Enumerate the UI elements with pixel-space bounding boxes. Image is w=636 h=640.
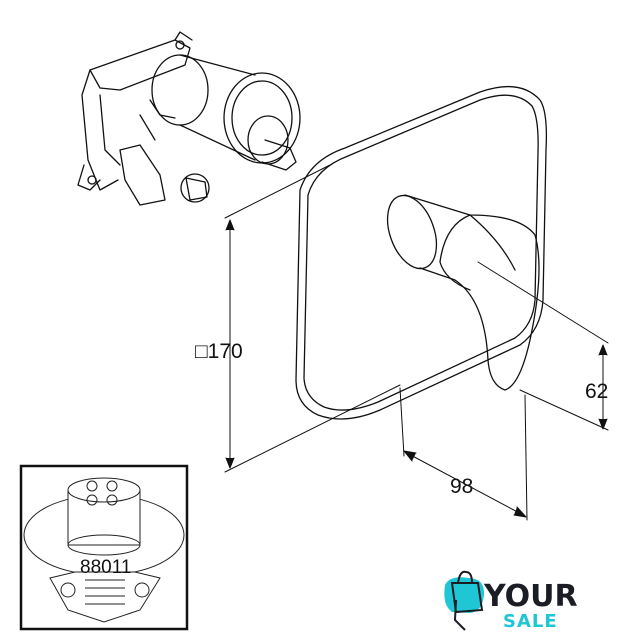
handle-height-label: 62 (585, 380, 608, 403)
dimension-lines (224, 164, 609, 521)
logo-word-your: YOUR (483, 579, 578, 614)
logo-word-sale: SALE (503, 611, 558, 632)
plate-size-label: □170 (195, 340, 243, 363)
trim-plate (295, 86, 548, 420)
handle-depth-label: 98 (450, 475, 473, 498)
part-number-label: 88011 (80, 557, 131, 578)
lever-handle (386, 194, 540, 391)
concealed-valve-body (77, 31, 301, 206)
inset-box: 88011 (19, 464, 189, 631)
your-sale-logo: YOUR SALE (444, 570, 578, 632)
